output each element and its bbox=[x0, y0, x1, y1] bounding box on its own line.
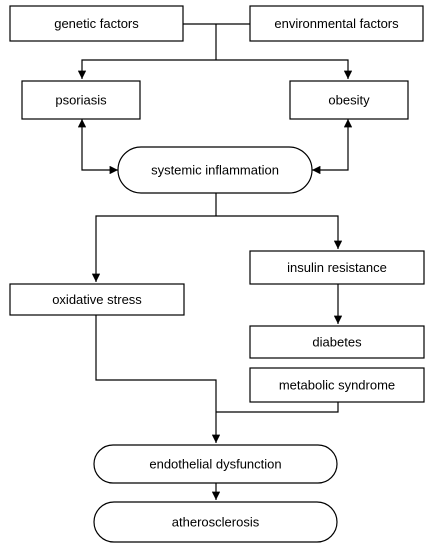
node-atherosclerosis: atherosclerosis bbox=[93, 501, 338, 543]
node-diabetes: diabetes bbox=[249, 325, 425, 359]
node-insulin-resistance: insulin resistance bbox=[249, 250, 425, 285]
node-insulin-resistance-box bbox=[249, 250, 425, 285]
edge-metabolic-syndrome-endothelial bbox=[216, 402, 339, 413]
node-obesity-label: obesity bbox=[328, 93, 370, 108]
node-psoriasis-box bbox=[21, 80, 141, 120]
node-obesity-box bbox=[289, 80, 409, 120]
node-genetic-factors-box bbox=[9, 5, 184, 42]
node-psoriasis: psoriasis bbox=[21, 80, 141, 120]
edge-obesity-systemic-inflammation bbox=[312, 119, 353, 175]
node-metabolic-syndrome: metabolic syndrome bbox=[249, 367, 425, 403]
node-atherosclerosis-box bbox=[93, 501, 338, 543]
nodes: genetic factors environmental factors ps… bbox=[9, 5, 425, 543]
node-metabolic-syndrome-box bbox=[249, 367, 425, 403]
edge-to-psoriasis bbox=[77, 59, 216, 79]
edge-to-insulin-resistance bbox=[216, 215, 343, 249]
node-environmental-factors-box bbox=[249, 5, 424, 42]
edge-to-oxidative-stress bbox=[91, 215, 216, 282]
node-systemic-inflammation-box bbox=[117, 146, 313, 194]
node-diabetes-label: diabetes bbox=[312, 335, 362, 350]
node-oxidative-stress: oxidative stress bbox=[9, 283, 185, 316]
node-environmental-factors-label: environmental factors bbox=[274, 16, 399, 31]
node-oxidative-stress-box bbox=[9, 283, 185, 316]
node-atherosclerosis-label: atherosclerosis bbox=[172, 515, 260, 530]
node-endothelial-dysfunction-label: endothelial dysfunction bbox=[149, 457, 281, 472]
node-oxidative-stress-label: oxidative stress bbox=[52, 292, 142, 307]
node-systemic-inflammation-label: systemic inflammation bbox=[151, 163, 279, 178]
node-endothelial-dysfunction-box bbox=[93, 444, 338, 484]
node-genetic-factors-label: genetic factors bbox=[54, 16, 139, 31]
edges bbox=[77, 23, 353, 500]
node-insulin-resistance-label: insulin resistance bbox=[287, 260, 387, 275]
node-metabolic-syndrome-label: metabolic syndrome bbox=[279, 378, 395, 393]
edge-to-obesity bbox=[216, 59, 353, 79]
node-endothelial-dysfunction: endothelial dysfunction bbox=[93, 444, 338, 484]
node-genetic-factors: genetic factors bbox=[9, 5, 184, 42]
node-systemic-inflammation: systemic inflammation bbox=[117, 146, 313, 194]
node-environmental-factors: environmental factors bbox=[249, 5, 424, 42]
node-psoriasis-label: psoriasis bbox=[55, 93, 107, 108]
edge-oxidative-stress-endothelial bbox=[95, 315, 221, 443]
edge-psoriasis-systemic-inflammation bbox=[77, 119, 118, 175]
node-obesity: obesity bbox=[289, 80, 409, 120]
node-diabetes-box bbox=[249, 325, 425, 359]
